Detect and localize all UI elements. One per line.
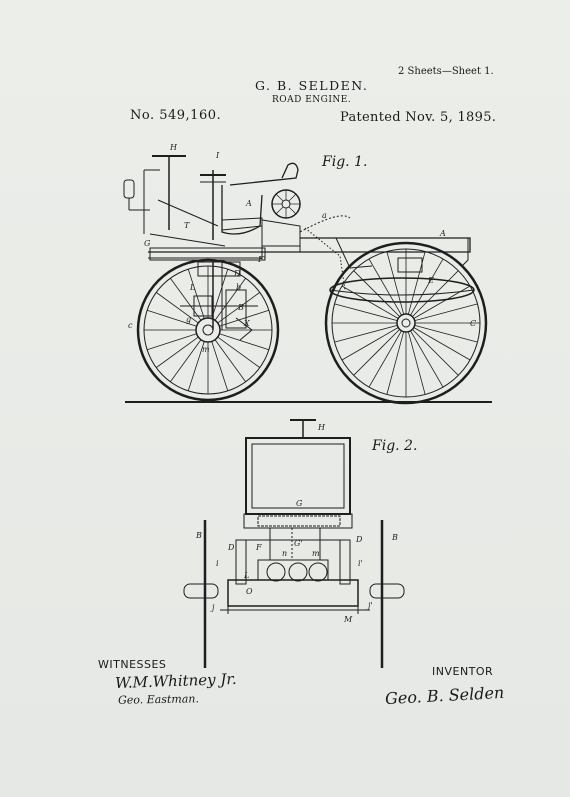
wheel-spoke: [353, 329, 400, 376]
wheel-spoke: [217, 292, 261, 324]
part-label: i: [216, 559, 219, 568]
wheel-spoke: [214, 339, 246, 383]
part-label: F: [255, 543, 262, 552]
part-label: j': [366, 601, 373, 610]
wheel-spoke: [275, 206, 284, 215]
steering-column: [123, 155, 226, 247]
wheel-spoke: [211, 341, 229, 391]
part-label: H: [169, 143, 178, 152]
wheel-spoke: [353, 270, 400, 317]
part-label: G': [294, 539, 303, 548]
part-label: M: [343, 615, 353, 624]
inventor-label: INVENTOR: [432, 665, 494, 678]
steering-wheel-rear: [290, 419, 316, 438]
part-label: b: [236, 283, 241, 292]
wheel-spoke: [155, 336, 199, 368]
wheel-spoke: [147, 309, 197, 327]
part-label: F': [257, 255, 266, 264]
wheel-spoke: [412, 329, 459, 376]
wheel-spoke: [187, 269, 205, 319]
wheel-spoke: [341, 285, 399, 319]
witness-signature-2: Geo. Eastman.: [117, 692, 200, 707]
part-label: n: [282, 549, 287, 558]
engine-assembly: [180, 261, 258, 341]
part-label: H: [317, 423, 326, 432]
figure-2-label: Fig. 2.: [372, 438, 418, 454]
patent-number: No. 549,160.: [130, 108, 222, 123]
wheel-spoke: [288, 206, 297, 215]
rear-wheel: [324, 241, 488, 405]
wheel-spoke: [211, 269, 229, 319]
wheel-spoke: [187, 341, 205, 391]
patent-title: ROAD ENGINE.: [272, 95, 352, 105]
wheel-spoke: [414, 303, 478, 322]
part-label: T: [184, 221, 190, 230]
part-label: m: [312, 549, 320, 558]
wheel-spoke: [407, 331, 426, 395]
wheel-spoke: [368, 258, 402, 316]
wheel-spoke: [386, 331, 405, 395]
part-label: B: [195, 531, 202, 540]
inventor-name: G. B. SELDEN.: [255, 78, 369, 93]
part-label: C: [470, 319, 476, 328]
wheel-spoke: [413, 327, 471, 361]
part-label: L: [243, 571, 249, 580]
part-label: E: [427, 276, 434, 285]
wheel-spoke: [275, 193, 284, 202]
wheel-spoke: [368, 330, 402, 388]
part-label: D: [227, 543, 235, 552]
part-label: g: [186, 315, 191, 324]
part-label: B: [391, 533, 398, 542]
wheel-spoke: [334, 303, 398, 322]
front-wheel: [136, 258, 280, 402]
figure-2-part-labels: H G B D D B Fn G' i' LOm j j' Mi: [195, 423, 398, 624]
part-label: a: [322, 211, 327, 220]
part-label: A: [439, 229, 446, 238]
wheel-spoke: [219, 333, 269, 351]
body-box: [243, 437, 353, 529]
wheel-spoke: [155, 292, 199, 324]
part-label: O: [246, 587, 253, 596]
part-label: I: [215, 151, 220, 160]
part-label: A: [245, 199, 252, 208]
part-label: j: [210, 603, 215, 612]
part-label: L: [189, 283, 195, 292]
wheel-spoke: [414, 324, 478, 343]
chassis: [148, 215, 471, 291]
part-label: X: [243, 319, 250, 328]
part-label: i': [358, 559, 363, 568]
part-label: D: [355, 535, 363, 544]
part-label: D: [233, 269, 241, 278]
wheel-spoke: [170, 339, 202, 383]
rear-view-wheels: [203, 520, 384, 668]
wheel-spoke: [288, 193, 297, 202]
wheel-spoke: [214, 277, 246, 321]
wheel-spoke: [170, 277, 202, 321]
seat-body: [221, 162, 301, 235]
figure-1-label: Fig. 1.: [322, 154, 368, 170]
witnesses-label: WITNESSES: [98, 658, 167, 671]
part-label: G: [296, 499, 303, 508]
wheel-spoke: [410, 330, 444, 388]
patent-date: Patented Nov. 5, 1895.: [340, 110, 497, 125]
wheel-spoke: [386, 251, 405, 315]
part-label: G: [144, 239, 151, 248]
wheel-spoke: [219, 309, 269, 327]
wheel-spoke: [147, 333, 197, 351]
wheel-spoke: [217, 336, 261, 368]
part-label: c: [128, 321, 133, 330]
sheet-count: 2 Sheets—Sheet 1.: [398, 66, 494, 77]
wheel-spoke: [410, 258, 444, 316]
wheel-spoke: [341, 327, 399, 361]
rear-axle-engine: [183, 528, 405, 614]
part-label: B: [237, 303, 244, 312]
part-label: m: [202, 345, 210, 354]
wheel-spoke: [334, 324, 398, 343]
